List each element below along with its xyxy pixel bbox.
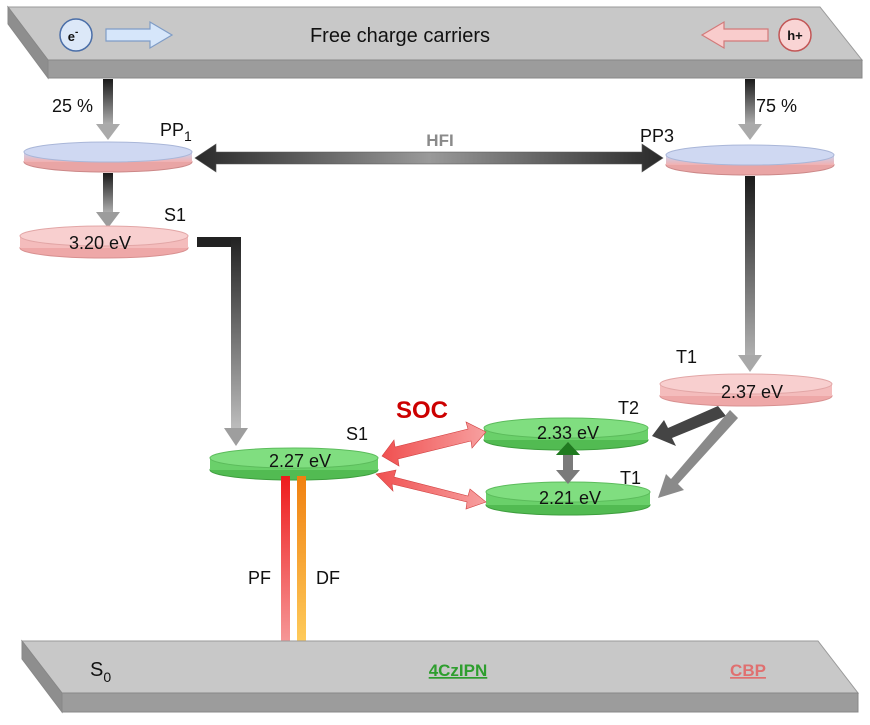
level-cbp-s1 bbox=[19, 225, 189, 259]
level-pp1 bbox=[23, 141, 193, 173]
czipn-s1-label: S1 bbox=[346, 424, 368, 444]
soc-label: SOC bbox=[396, 397, 448, 424]
level-czipn-t2 bbox=[483, 417, 649, 451]
hole-label: h+ bbox=[787, 28, 803, 43]
cbp-s1-label: S1 bbox=[164, 205, 186, 225]
level-pp3 bbox=[665, 144, 835, 176]
czipn-t1-energy: 2.21 eV bbox=[539, 488, 601, 508]
host-label: 4CzIPN bbox=[429, 661, 488, 680]
top-bar-title: Free charge carriers bbox=[310, 25, 490, 47]
cbp-t1-label: T1 bbox=[676, 347, 697, 367]
arrow-t2-t1-exchange bbox=[556, 442, 580, 484]
czipn-s1-energy: 2.27 eV bbox=[269, 451, 331, 471]
arrow-25-percent bbox=[96, 79, 120, 140]
cbp-s1-energy: 3.20 eV bbox=[69, 233, 131, 253]
hole-marker: h+ bbox=[700, 18, 812, 52]
czipn-t1-label: T1 bbox=[620, 468, 641, 488]
level-cbp-t1 bbox=[659, 373, 833, 407]
df-arrow bbox=[288, 476, 316, 669]
svg-text:e-: e- bbox=[68, 27, 79, 44]
df-label: DF bbox=[316, 568, 340, 588]
electron-circle bbox=[59, 18, 93, 52]
czipn-t2-label: T2 bbox=[618, 398, 639, 418]
electron-marker: e- bbox=[59, 18, 174, 52]
pp1-label: PP1 bbox=[160, 120, 192, 144]
percent-left-label: 25 % bbox=[52, 96, 93, 116]
arrow-pp3-to-cbp-t1 bbox=[738, 176, 762, 372]
pf-label: PF bbox=[248, 568, 271, 588]
level-czipn-t1 bbox=[485, 481, 651, 516]
pp3-label: PP3 bbox=[640, 126, 674, 146]
arrow-cbp-t1-to-czipn-t2 bbox=[652, 406, 726, 446]
pf-arrow bbox=[270, 476, 300, 669]
percent-right-label: 75 % bbox=[756, 96, 797, 116]
arrow-cbp-s1-to-czipn-s1 bbox=[197, 237, 248, 446]
top-bar: Free charge carriers bbox=[6, 5, 864, 80]
hfi-arrow bbox=[194, 143, 664, 173]
soc-arrow-s1-t1 bbox=[375, 469, 487, 510]
czipn-t2-energy: 2.33 eV bbox=[537, 423, 599, 443]
electron-arrow bbox=[105, 20, 174, 50]
electron-sup: - bbox=[75, 27, 78, 38]
ground-state-label: S0 bbox=[90, 659, 111, 685]
bottom-bar bbox=[20, 639, 860, 714]
level-czipn-s1 bbox=[209, 447, 379, 481]
electron-label: e bbox=[68, 29, 75, 44]
arrow-75-percent bbox=[738, 79, 762, 140]
soc-arrow-s1-t2 bbox=[381, 421, 487, 467]
hole-circle bbox=[778, 18, 812, 52]
hfi-label: HFI bbox=[426, 131, 453, 150]
guest-label: CBP bbox=[730, 661, 766, 680]
arrow-pp1-to-s1 bbox=[96, 173, 120, 228]
hole-arrow bbox=[700, 20, 769, 50]
arrow-cbp-t1-to-czipn-t1 bbox=[658, 410, 738, 498]
cbp-t1-energy: 2.37 eV bbox=[721, 382, 783, 402]
